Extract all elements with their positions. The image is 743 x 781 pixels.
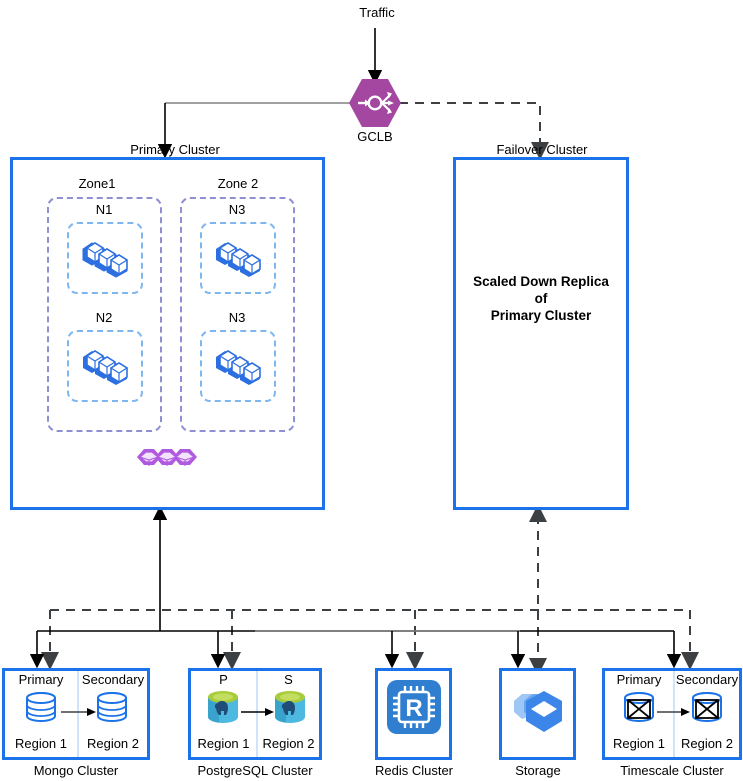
postgres-secondary-region: Region 2 [262,736,315,751]
node-n3b-label: N3 [228,310,246,325]
postgres-divider [256,671,258,757]
cubes-icon [216,242,261,277]
mongo-primary-role: Primary [18,672,64,687]
postgres-cluster-caption: PostgreSQL Cluster [197,763,313,778]
postgres-cluster-box[interactable]: P S Region 1 Region 2 [188,668,322,760]
failover-body-line-1: Scaled Down Replica [473,274,609,289]
storage-caption: Storage [515,763,561,778]
node-n1-label: N1 [95,202,113,217]
failover-body-line-3: Primary Cluster [490,308,592,323]
node-n3a-label: N3 [228,202,246,217]
timescale-secondary-region: Region 2 [680,736,734,751]
cloud-storage-icon [514,691,562,732]
purple-cubes-icon [137,449,197,466]
failover-cluster-label: Failover Cluster [496,142,588,157]
timescale-secondary-role: Secondary [675,672,739,687]
mongo-secondary-role: Secondary [81,672,145,687]
timescale-cluster-caption: Timescale Cluster [620,763,724,778]
database-cylinder-crossed-icon [692,692,722,722]
cubes-icon [82,242,128,278]
primary-cluster-label: Primary Cluster [130,142,220,157]
mongo-replication-arrow [61,708,96,716]
postgres-secondary-role: S [284,672,293,687]
node-n3a-box [200,222,276,294]
node-n2-label: N2 [95,310,113,325]
redis-cluster-box[interactable]: R [375,668,452,760]
mongo-secondary-region: Region 2 [86,736,140,751]
postgresql-elephant-icon [275,691,305,723]
gclb-node[interactable] [348,78,402,128]
node-n3b-box [200,330,276,402]
timescale-replication-arrow [657,708,690,716]
zone-2-label: Zone 2 [217,176,259,191]
timescale-cluster-box[interactable]: Primary Secondary Region 1 Region 2 [602,668,742,760]
svg-text:R: R [405,695,422,722]
database-cylinder-icon [97,692,127,722]
timescale-divider [673,671,675,757]
cubes-icon [216,350,261,385]
failover-cluster-box[interactable] [453,157,629,510]
cubes-icon [83,350,128,385]
traffic-label: Traffic [359,5,395,20]
zone-1-label: Zone1 [78,176,116,191]
postgres-replication-arrow [241,708,274,716]
gclb-label: GCLB [357,129,393,144]
timescale-primary-role: Primary [616,672,662,687]
postgres-primary-region: Region 1 [197,736,250,751]
database-cylinder-crossed-icon [624,692,654,722]
postgresql-elephant-icon [208,691,238,723]
load-balancer-icon [349,79,401,127]
timescale-primary-region: Region 1 [612,736,666,751]
storage-box[interactable] [499,668,576,760]
mongo-cluster-caption: Mongo Cluster [33,763,119,778]
redis-cluster-caption: Redis Cluster [374,763,454,778]
mongo-primary-region: Region 1 [14,736,68,751]
mongo-divider [77,671,79,757]
zone-1-box [47,197,162,432]
mongo-cluster-box[interactable]: Primary Secondary Region 1 Region 2 [2,668,150,760]
redis-chip-icon: R [387,680,441,734]
postgres-primary-role: P [219,672,228,687]
node-n1-box [67,222,143,294]
zone-2-box [180,197,295,432]
node-n2-box [67,330,143,402]
failover-body-line-2: of [534,291,548,306]
database-cylinder-icon [26,692,56,722]
